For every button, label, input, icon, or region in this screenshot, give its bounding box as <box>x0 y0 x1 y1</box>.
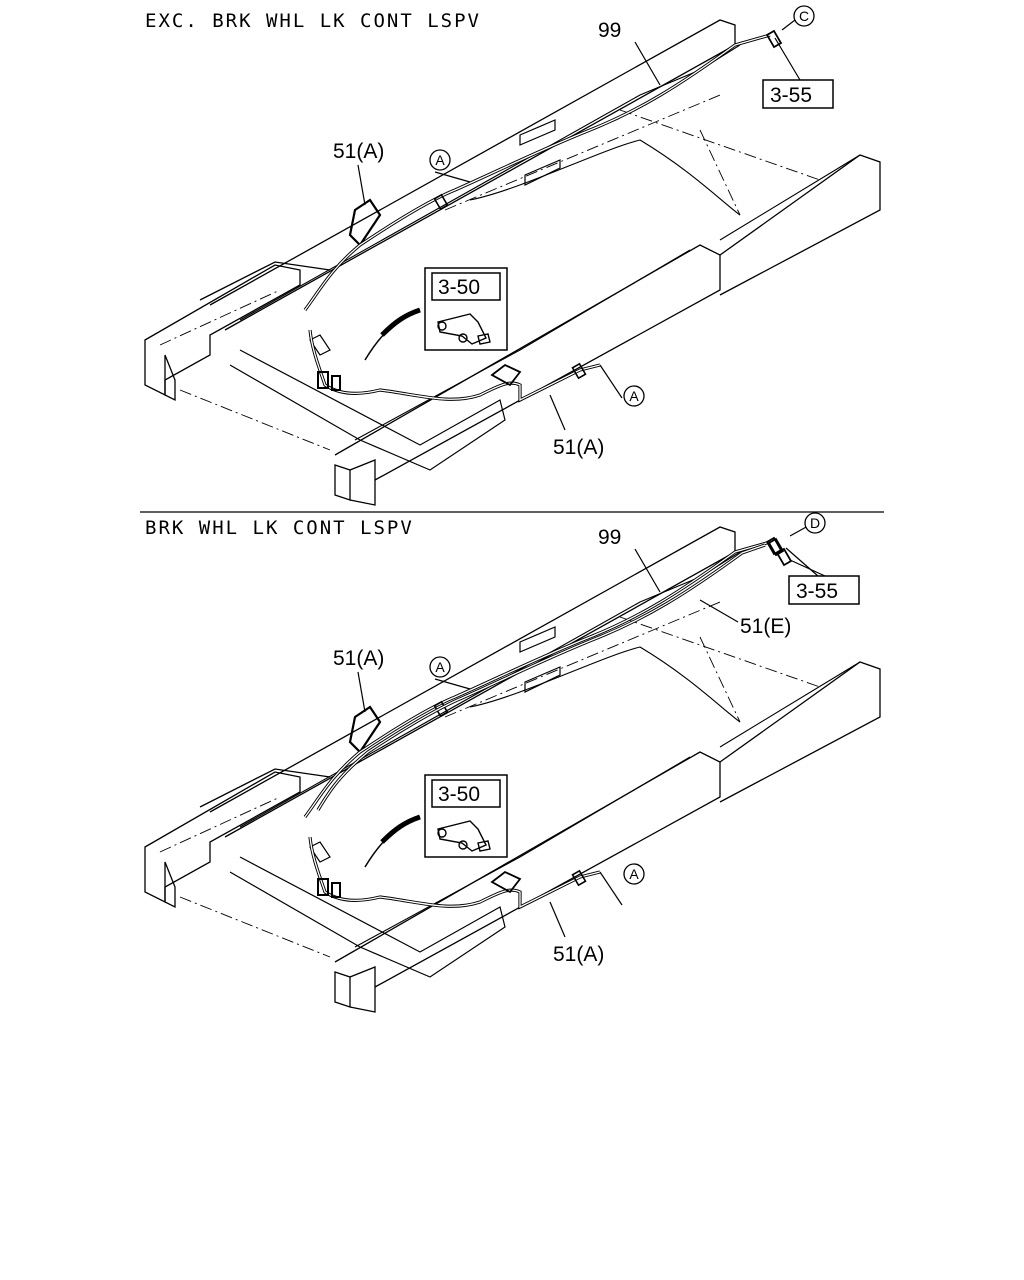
connector-a-marker: A <box>429 149 451 171</box>
part-51e-label: 51(E) <box>740 615 791 638</box>
part-99-label: 99 <box>598 526 621 549</box>
part-51a-label: 51(A) <box>333 647 384 670</box>
svg-text:C: C <box>799 8 809 24</box>
connector-a-marker: A <box>623 863 645 885</box>
part-51a-label: 51(A) <box>333 140 384 163</box>
ref-3-50-label: 3-50 <box>438 276 480 299</box>
part-99-label: 99 <box>598 19 621 42</box>
ref-box-3-55-section-2[interactable]: 3-55 <box>788 575 860 605</box>
connector-a-marker: A <box>623 385 645 407</box>
section-title-2: BRK WHL LK CONT LSPV <box>145 517 414 539</box>
part-51a-label: 51(A) <box>553 943 604 966</box>
section-title-1: EXC. BRK WHL LK CONT LSPV <box>145 10 481 32</box>
leaders-2 <box>357 525 826 938</box>
valve-icon <box>437 313 491 345</box>
callout-3-50-section-2[interactable]: 3-50 <box>424 774 508 858</box>
svg-text:A: A <box>435 152 445 168</box>
ref-box-3-55-section-1[interactable]: 3-55 <box>762 79 834 109</box>
connector-c-marker: C <box>793 5 815 27</box>
ref-3-50-label: 3-50 <box>438 783 480 806</box>
svg-text:A: A <box>629 388 639 404</box>
connector-a-marker: A <box>429 656 451 678</box>
frame-diagram-2 <box>145 527 880 1012</box>
svg-text:A: A <box>629 866 639 882</box>
ref-3-55-label: 3-55 <box>770 84 812 107</box>
valve-icon <box>437 820 491 852</box>
callout-3-50-section-1[interactable]: 3-50 <box>424 267 508 351</box>
leaders-1 <box>357 19 801 431</box>
svg-text:A: A <box>435 659 445 675</box>
svg-text:D: D <box>810 515 820 531</box>
ref-3-55-label: 3-55 <box>796 580 838 603</box>
connector-d-marker: D <box>804 512 826 534</box>
part-51a-label: 51(A) <box>553 436 604 459</box>
